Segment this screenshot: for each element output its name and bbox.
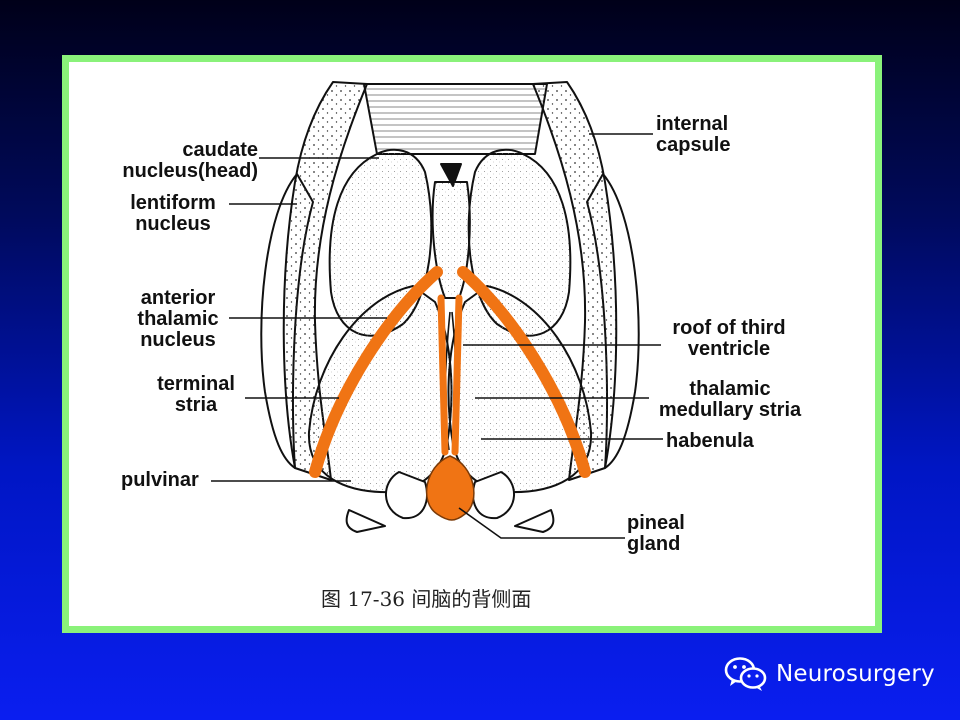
thalamus-left: [307, 285, 453, 494]
medullary-stria-right: [451, 294, 463, 456]
leader-pineal: [458, 507, 625, 539]
label-habenula: habenula: [666, 430, 754, 452]
internal-capsule-right: [532, 81, 618, 481]
label-pulvinar: pulvinar: [121, 469, 199, 491]
watermark: Neurosurgery: [724, 652, 935, 696]
septum-dark: [440, 163, 462, 187]
corpus-callosum-band: [363, 83, 548, 155]
peduncles: [345, 509, 555, 533]
pineal-gland-shape: [425, 455, 475, 521]
medullary-stria-left: [437, 294, 449, 456]
terminal-stria-left: [309, 266, 443, 478]
watermark-text: Neurosurgery: [776, 661, 935, 687]
internal-capsule-left: [282, 81, 368, 481]
wechat-icon: [724, 657, 767, 691]
thalamus-right: [447, 285, 593, 494]
terminal-stria-right: [457, 266, 591, 478]
diencephalon-illustration: [211, 81, 663, 539]
figure-caption: 图 17-36 间脑的背侧面: [321, 587, 532, 611]
